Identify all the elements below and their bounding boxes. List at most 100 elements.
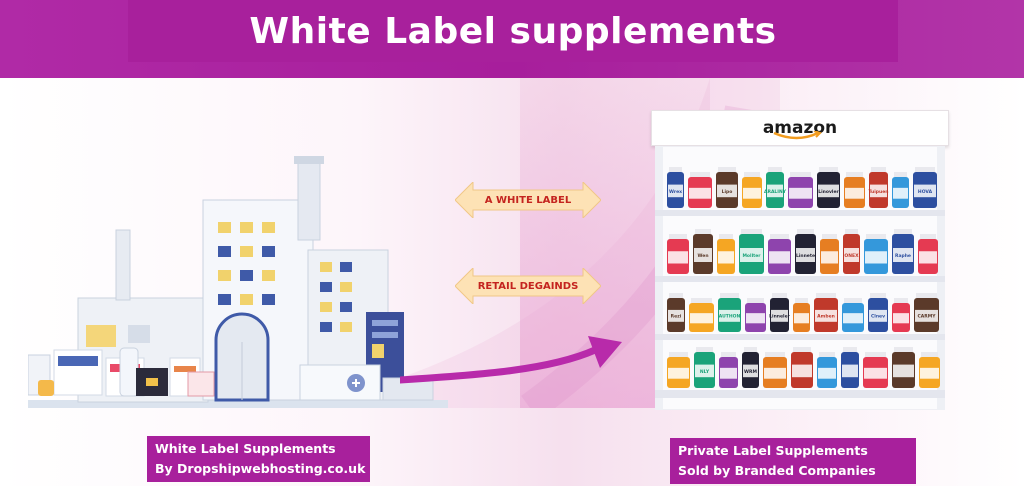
bottle-label <box>818 367 836 379</box>
bottle-brand-text: NLY <box>700 369 710 375</box>
bottle-cap <box>894 172 907 177</box>
caption-white-label-line2: By Dropshipwebhosting.co.uk <box>155 461 366 476</box>
bottle-cap <box>846 172 863 177</box>
bottle-label <box>789 187 812 199</box>
bottle-cap <box>843 347 857 352</box>
bottle-label <box>794 313 809 324</box>
bottle-cap <box>719 234 733 239</box>
bottle-label <box>842 364 858 378</box>
bottle-label <box>694 248 712 262</box>
bottle-cap <box>772 293 787 298</box>
bottle-brand-text: ONEX <box>844 253 859 259</box>
bottle-label <box>690 313 713 324</box>
bottle-cap <box>669 352 688 357</box>
bottle-label <box>893 248 913 262</box>
bottle-cap <box>669 293 683 298</box>
caption-private-label-line2: Sold by Branded Companies <box>678 463 876 478</box>
bottle-cap <box>870 293 886 298</box>
bottle-label <box>893 187 908 199</box>
bottle-brand-text: Wrex <box>669 189 682 195</box>
bottle-cap <box>720 293 739 298</box>
bottle-label <box>920 367 939 379</box>
bottle-label <box>743 187 761 199</box>
bottle-label <box>843 313 863 324</box>
amazon-smile-icon <box>773 131 822 140</box>
bottle-label <box>743 364 758 378</box>
bottle-cap <box>866 234 886 239</box>
bottle-cap <box>765 352 785 357</box>
bottle-label <box>695 364 714 378</box>
bottle-brand-text: AUTHON <box>719 314 741 320</box>
bottle-brand-text: Mollter <box>742 253 761 259</box>
bottle-brand-text: Linnete <box>796 253 815 259</box>
bottle-cap <box>795 298 808 303</box>
bottle-label <box>769 251 790 264</box>
arrow-retail-text: RETAIL DEGAINDS <box>477 280 579 292</box>
bottle-brand-text: CARMY <box>918 314 937 320</box>
bottle-label <box>893 364 914 378</box>
bottle-cap <box>915 167 935 172</box>
bottle-cap <box>819 352 835 357</box>
bottle-cap <box>768 167 782 172</box>
bottle-label <box>717 184 737 198</box>
bottle-cap <box>865 352 886 357</box>
bottle-cap <box>871 167 886 172</box>
factory-illustration <box>28 156 448 408</box>
bottle-label <box>718 251 734 264</box>
bottle-cap <box>741 229 762 234</box>
bottle-label <box>915 309 938 322</box>
bottle-label <box>870 184 887 198</box>
bottle-cap <box>718 167 736 172</box>
bottle-cap <box>921 352 938 357</box>
caption-private-label: Private Label Supplements Sold by Brande… <box>670 438 916 484</box>
bottle-cap <box>845 229 858 234</box>
bottle-label <box>818 184 839 198</box>
bottle-label <box>668 184 683 198</box>
bottle-cap <box>844 298 862 303</box>
bottle-cap <box>894 298 908 303</box>
page-title: White Label supplements <box>249 10 777 52</box>
bottle-label <box>815 309 837 322</box>
bottle-cap <box>916 293 937 298</box>
bottle-brand-text: WRM <box>744 369 757 375</box>
bottle-label <box>844 248 859 262</box>
bottle-label <box>796 248 815 262</box>
bottle-cap <box>744 347 757 352</box>
bottle-cap <box>669 234 687 239</box>
bottle-label <box>914 184 936 198</box>
bottle-label <box>821 251 838 264</box>
bottle-label <box>668 309 684 322</box>
bottle-label <box>865 251 887 264</box>
bottle-label <box>719 309 740 322</box>
bottle-label <box>864 367 887 379</box>
bottle-cap <box>822 234 837 239</box>
bottle-brand-text: Wen <box>697 253 708 259</box>
flow-arrow <box>400 336 622 384</box>
bottle-cap <box>695 229 711 234</box>
bottle-cap <box>790 172 811 177</box>
bottle-label <box>689 187 711 199</box>
bottle-cap <box>690 172 710 177</box>
bottle-cap <box>669 167 682 172</box>
bottle-cap <box>721 352 736 357</box>
bottle-label <box>767 184 783 198</box>
bottle-cap <box>696 347 713 352</box>
bottle-brand-text: Raphe <box>895 253 911 259</box>
bottle-brand-text: Tuipuen <box>868 189 888 195</box>
bottle-cap <box>894 229 912 234</box>
caption-private-label-line1: Private Label Supplements <box>678 443 868 458</box>
bottle-label <box>740 248 763 262</box>
bottle-cap <box>797 229 814 234</box>
arrow-white-label-text: A WHITE LABEL <box>484 194 572 206</box>
bottle-brand-text: HOVA <box>918 189 933 195</box>
bottle-cap <box>770 234 789 239</box>
bottle-label <box>893 313 909 324</box>
bottle-label <box>792 364 812 378</box>
bottle-cap <box>747 298 764 303</box>
arrow-white-label: A WHITE LABEL <box>455 182 601 218</box>
bottle-brand-text: Amben <box>817 314 835 320</box>
bottle-label <box>668 367 689 379</box>
bottle-brand-text: Rezi <box>671 314 682 320</box>
bottle-brand-text: ARALINY <box>764 189 787 195</box>
